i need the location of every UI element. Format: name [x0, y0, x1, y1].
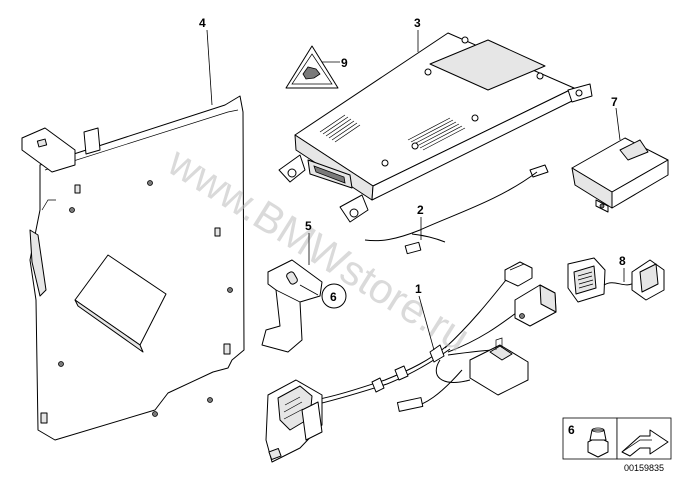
part-4-bracket [21, 95, 245, 441]
part-5-small-bracket [261, 259, 323, 353]
callout-6: 6 [330, 290, 337, 304]
part-8-connector [567, 257, 665, 303]
arrow-icon [621, 429, 669, 457]
callout-8: 8 [619, 254, 626, 268]
part-3-control-unit [278, 32, 593, 223]
legend-box: 6 [562, 417, 672, 460]
nut-icon [587, 427, 609, 458]
callout-5: 5 [305, 219, 312, 233]
callout-6-circle: 6 [321, 283, 347, 309]
callout-9: 9 [341, 56, 348, 70]
callout-3: 3 [414, 16, 421, 30]
leader-lines [206, 29, 625, 351]
part-1-harness [265, 261, 557, 463]
callout-2: 2 [417, 203, 424, 217]
callout-7: 7 [611, 95, 618, 109]
vent-grille [319, 114, 466, 151]
part-9-warning-label [285, 45, 339, 89]
diagram-number: 00159835 [624, 463, 664, 473]
callout-1: 1 [415, 282, 422, 296]
part-7-module [571, 137, 669, 213]
legend-callout-6: 6 [568, 423, 575, 437]
part-2-cable [364, 164, 549, 255]
callout-4: 4 [199, 16, 206, 30]
